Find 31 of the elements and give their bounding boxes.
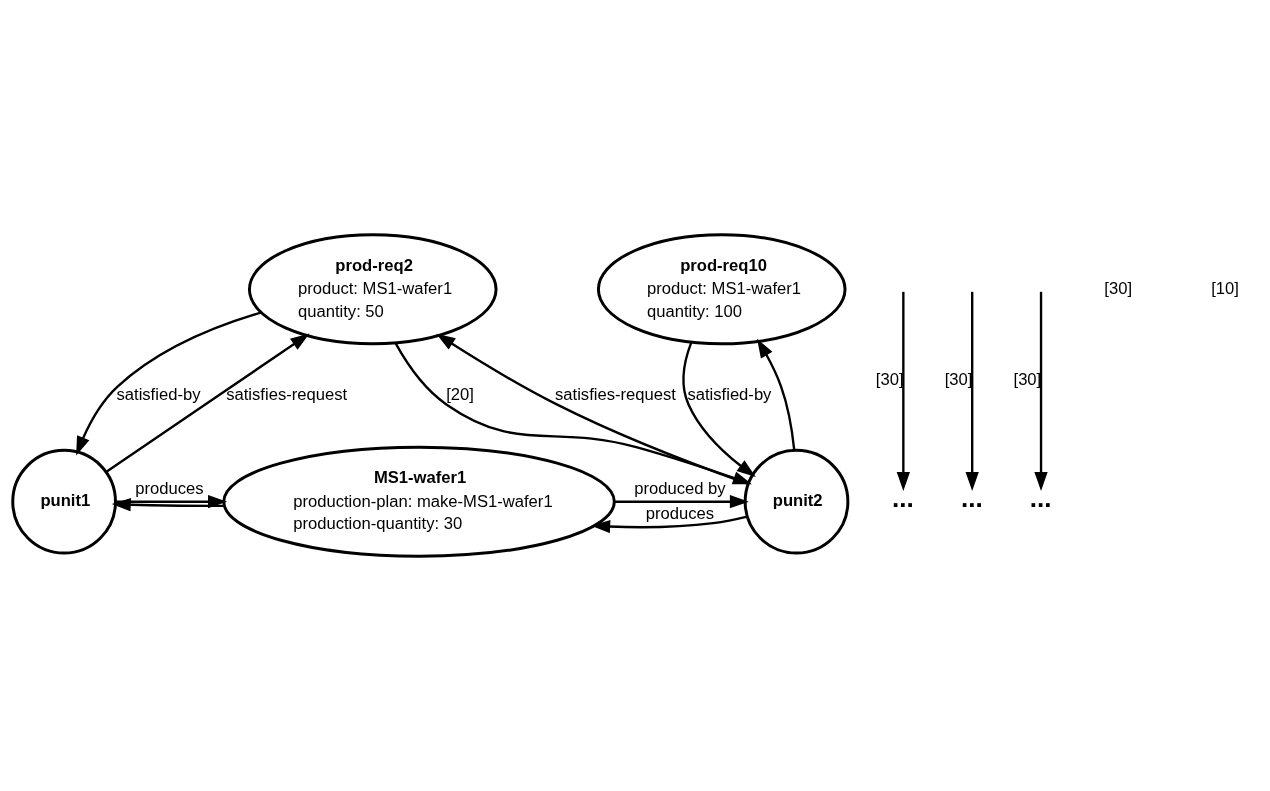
arrow bbox=[682, 342, 756, 477]
edge-label: satisfied-by bbox=[687, 384, 772, 404]
arrow bbox=[591, 515, 748, 534]
node-text: ... bbox=[892, 483, 914, 514]
arrow bbox=[115, 495, 227, 509]
edge-label: [20] bbox=[446, 384, 474, 404]
node-ellipse: prod-req2 product: MS1-wafer1 quantity: 50 bbox=[247, 233, 498, 346]
edge-label: satisfies-request bbox=[226, 384, 348, 404]
arrow bbox=[105, 333, 310, 473]
arrow bbox=[76, 311, 262, 456]
node-ellipse: prod-req10 product: MS1-wafer1 quantity: 100 bbox=[596, 233, 847, 346]
arrow bbox=[614, 495, 749, 509]
edge-label: [30] bbox=[944, 369, 973, 389]
edge-label: satisfied-by bbox=[116, 384, 201, 404]
node-ellipse: MS1-wafer1 production-plan: make-MS1-wafer1 production-quantity: 30 bbox=[222, 445, 616, 558]
label: [30] bbox=[1104, 278, 1133, 298]
arrow bbox=[436, 333, 749, 486]
node-text: ... bbox=[960, 483, 983, 514]
arrow bbox=[1034, 291, 1048, 491]
edge-label: produces bbox=[645, 503, 715, 523]
arrow bbox=[757, 338, 796, 451]
node-circle: punit2 bbox=[743, 448, 850, 555]
arrow bbox=[896, 291, 910, 491]
edge-label: [30] bbox=[1013, 369, 1042, 389]
edge-label: produces bbox=[135, 478, 204, 498]
edge-label: satisfies-request bbox=[555, 384, 676, 404]
node-text: ... bbox=[1029, 483, 1052, 514]
node-circle: punit1 bbox=[11, 448, 117, 555]
label: [10] bbox=[1211, 278, 1239, 298]
edge-label: produced by bbox=[634, 478, 726, 498]
arrow bbox=[965, 291, 979, 491]
